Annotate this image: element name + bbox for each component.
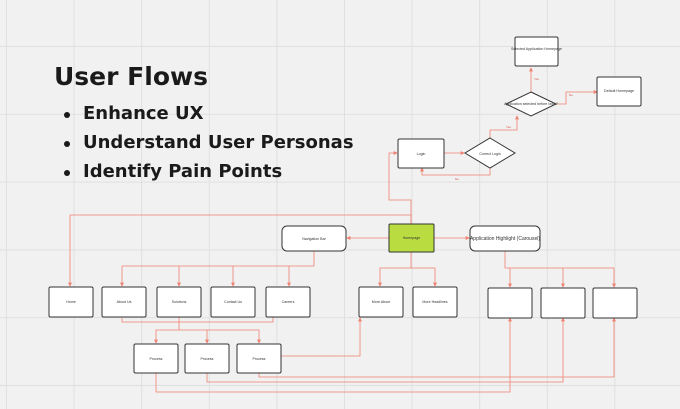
node-label: Navigation Bar bbox=[302, 237, 326, 241]
node-home[interactable]: Home bbox=[48, 286, 94, 318]
edge-label: No bbox=[569, 93, 573, 97]
node-carousel-item-2[interactable] bbox=[540, 287, 586, 319]
edge-label: Yes bbox=[506, 125, 511, 129]
node-label: Homepage bbox=[403, 236, 421, 240]
node-label: Process bbox=[201, 357, 214, 361]
edge bbox=[388, 151, 412, 224]
node-label: Selected Application Homepage bbox=[511, 47, 562, 51]
node-login[interactable]: Login bbox=[397, 138, 445, 169]
node-default-homepage[interactable]: Default Homepage bbox=[596, 76, 642, 107]
node-label: Application Highlight (Carousel) bbox=[470, 236, 540, 242]
node-label: Home bbox=[66, 300, 76, 304]
edge bbox=[155, 317, 512, 393]
node-label: More About bbox=[372, 300, 390, 304]
node-process-1[interactable]: Process bbox=[133, 343, 179, 374]
bullet-item: Identify Pain Points bbox=[54, 157, 354, 186]
node-app-selected-decision[interactable]: Application selected before login? bbox=[504, 91, 558, 117]
edge bbox=[68, 214, 412, 287]
node-solutions[interactable]: Solutions bbox=[156, 286, 202, 318]
node-application-highlight[interactable]: Application Highlight (Carousel) bbox=[469, 225, 541, 252]
node-process-3[interactable]: Process bbox=[236, 343, 282, 374]
bullet-list: Enhance UX Understand User Personas Iden… bbox=[54, 99, 354, 186]
edge bbox=[556, 90, 598, 105]
page-title: User Flows bbox=[54, 62, 208, 91]
node-carousel-item-3[interactable] bbox=[592, 287, 638, 319]
bullet-item: Enhance UX bbox=[54, 99, 354, 128]
node-label: Login bbox=[417, 152, 426, 156]
node-label: About Us bbox=[117, 300, 132, 304]
node-navigation-bar[interactable]: Navigation Bar bbox=[281, 225, 347, 252]
node-careers[interactable]: Careers bbox=[265, 286, 311, 318]
edge bbox=[411, 267, 437, 287]
edge bbox=[179, 329, 209, 344]
node-label: Careers bbox=[282, 300, 295, 304]
node-correct-login-decision[interactable]: Correct Login bbox=[464, 137, 516, 169]
edge-label: No bbox=[455, 177, 459, 181]
node-more-about[interactable]: More About bbox=[358, 286, 404, 318]
edge bbox=[420, 167, 491, 176]
edge bbox=[258, 317, 616, 378]
node-label: Contact Us bbox=[224, 300, 242, 304]
edge bbox=[207, 329, 261, 344]
node-selected-app-homepage[interactable]: Selected Application Homepage bbox=[511, 36, 562, 67]
edge bbox=[378, 252, 412, 287]
connectors: Yes No Yes No bbox=[68, 67, 616, 393]
node-label: Solutions bbox=[172, 300, 187, 304]
edge bbox=[504, 251, 614, 269]
node-label: Application selected before login? bbox=[504, 102, 558, 106]
node-label: Process bbox=[150, 357, 163, 361]
bullet-item: Understand User Personas bbox=[54, 128, 354, 157]
title-block: User Flows Enhance UX Understand User Pe… bbox=[54, 62, 354, 186]
edge bbox=[281, 317, 362, 357]
node-label: More Headlines bbox=[422, 300, 447, 304]
edge bbox=[489, 115, 519, 138]
node-contact-us[interactable]: Contact Us bbox=[210, 286, 256, 318]
edge bbox=[122, 251, 315, 267]
node-label: Correct Login bbox=[479, 152, 501, 156]
node-homepage[interactable]: Homepage bbox=[388, 223, 435, 253]
node-process-2[interactable]: Process bbox=[184, 343, 230, 374]
node-label: Default Homepage bbox=[604, 89, 634, 93]
edge bbox=[154, 317, 180, 344]
node-about-us[interactable]: About Us bbox=[101, 286, 147, 318]
node-carousel-item-1[interactable] bbox=[487, 287, 533, 319]
node-label: Process bbox=[253, 357, 266, 361]
edge-label: Yes bbox=[534, 77, 539, 81]
edge bbox=[206, 317, 565, 383]
node-more-headlines[interactable]: More Headlines bbox=[412, 286, 458, 318]
